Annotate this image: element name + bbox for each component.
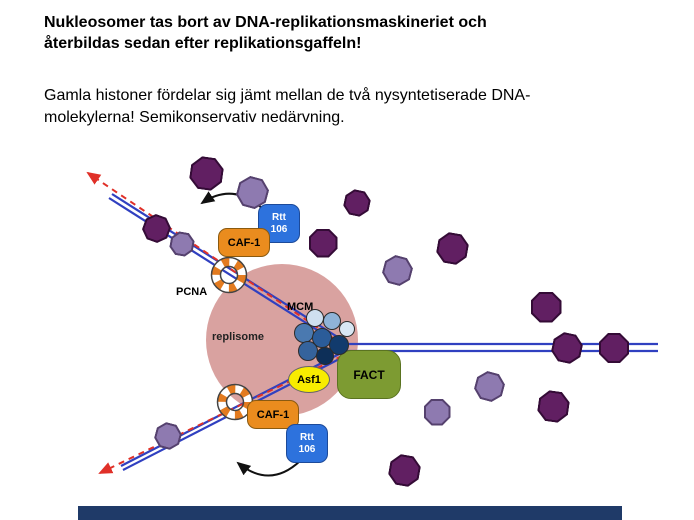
- rtt106-label-line2: 106: [298, 443, 316, 455]
- mcm-label: MCM: [287, 301, 314, 313]
- rtt106-label-line1: Rtt: [272, 211, 286, 223]
- rtt106-label-line2: 106: [270, 223, 288, 235]
- body-line-1: Gamla histoner fördelar sig jämt mellan …: [44, 87, 531, 104]
- mcm-subunit-circle: [329, 335, 349, 355]
- pcna-label: PCNA: [176, 286, 208, 298]
- title-line-2: återbildas sedan efter replikationsgaffe…: [44, 35, 362, 52]
- title-line-1: Nukleosomer tas bort av DNA-replikations…: [44, 14, 487, 31]
- rtt106-box-bottom: Rtt 106: [286, 424, 328, 463]
- nucleosome-core: [532, 293, 560, 321]
- slide-title: Nukleosomer tas bort av DNA-replikations…: [44, 12, 664, 54]
- nucleosome-core: [170, 232, 193, 255]
- fact-box: FACT: [337, 350, 401, 399]
- footer-bar: [78, 506, 622, 520]
- pcna-clamp-top: [210, 256, 248, 294]
- replisome-label: replisome: [212, 331, 264, 343]
- mcm-subunit-circle: [316, 347, 334, 365]
- nucleosome-core: [310, 230, 336, 256]
- nucleosome-dark-octagon: [530, 291, 562, 323]
- nucleosome-dark-octagon: [308, 228, 338, 258]
- rtt106-label-line1: Rtt: [300, 431, 314, 443]
- nucleosome-core: [601, 335, 627, 361]
- nucleosome-core: [344, 190, 370, 216]
- mcm-subunit-circle: [323, 312, 341, 330]
- body-line-2: molekylerna! Semikonservativ nedärvning.: [44, 109, 345, 126]
- mcm-subunit-circle: [294, 323, 314, 343]
- pcna-clamp-bottom: [216, 383, 254, 421]
- nucleosome-dark-octagon: [599, 333, 629, 363]
- nucleosome-core: [425, 400, 449, 424]
- slide-text-block: Nukleosomer tas bort av DNA-replikations…: [44, 12, 664, 129]
- caf1-box-top: CAF-1: [218, 228, 270, 257]
- slide-body: Gamla histoner fördelar sig jämt mellan …: [44, 85, 664, 129]
- mcm-subunit-circle: [339, 321, 355, 337]
- nucleosome-light-octagon: [423, 398, 451, 426]
- asf1-box: Asf1: [288, 366, 330, 393]
- mcm-subunit-circle: [298, 341, 318, 361]
